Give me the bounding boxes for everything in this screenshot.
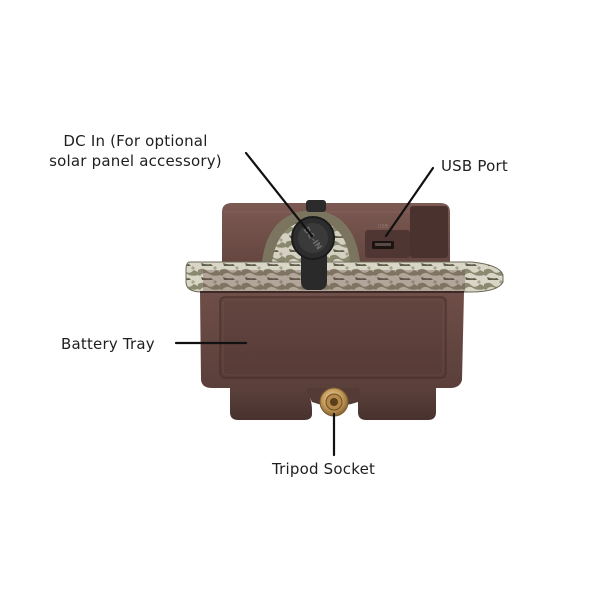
battery-tray-door xyxy=(219,296,447,379)
tripod-socket-label: Tripod Socket xyxy=(272,460,376,478)
base xyxy=(230,388,436,420)
battery-tray-label: Battery Tray xyxy=(61,335,155,353)
dc-in-label-line-1: DC In (For optional xyxy=(63,132,208,150)
usb-port-housing: USB xyxy=(365,206,448,258)
camo-band xyxy=(185,261,504,293)
dc-in-plug: DC-IN xyxy=(291,200,335,290)
leader-line-usb xyxy=(384,166,435,238)
tripod-socket xyxy=(319,387,349,417)
svg-text:USB: USB xyxy=(378,224,389,230)
leader-lines xyxy=(174,151,435,457)
leader-line-dc-in xyxy=(244,151,314,238)
dc-in-label: DC In (For optional solar panel accessor… xyxy=(28,131,243,171)
dc-in-label-line-2: solar panel accessory) xyxy=(49,152,222,170)
usb-port-label: USB Port xyxy=(441,157,508,175)
